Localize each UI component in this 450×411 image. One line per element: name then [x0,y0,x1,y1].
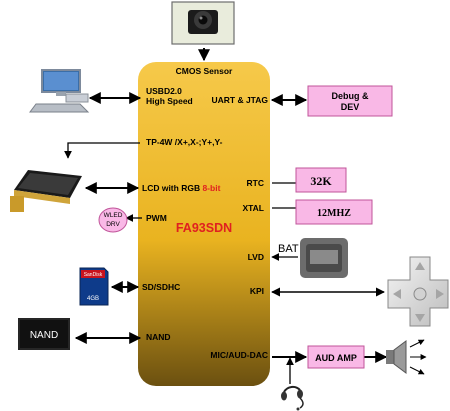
soc-chip [138,62,270,386]
usb-label-1: USBD2.0 [146,86,182,96]
bat-label: BAT [278,243,299,255]
nand-label: NAND [146,332,171,342]
speaker-icon [386,339,427,375]
crystal-12mhz-box: 12MHZ [295,199,373,225]
wled-drv-driver: WLED DRV [98,207,128,233]
svg-text:Debug &: Debug & [332,91,369,101]
usb-label-2: High Speed [146,96,193,106]
headset-mic-icon [281,385,304,411]
svg-text:AUD AMP: AUD AMP [315,353,357,363]
mic-label: MIC/AUD-DAC [210,350,268,360]
svg-text:NAND: NAND [30,330,58,341]
sd-label: SD/SDHC [142,282,180,292]
nand-chip-icon: NAND [18,318,70,350]
svg-text:12MHZ: 12MHZ [317,208,351,219]
battery-icon [300,238,348,278]
lvd-label: LVD [248,252,264,262]
tp-arrow [64,142,140,159]
camera-icon [171,1,235,45]
svg-text:32K: 32K [310,174,332,188]
dpad-icon [387,256,449,327]
uart-label: UART & JTAG [211,95,268,105]
debug-dev-box: Debug & DEV [307,85,393,117]
lcd-panel-icon [10,170,82,212]
aud-amp-box: AUD AMP [307,345,365,369]
chip-name: FA93SDN [176,221,232,235]
lcd-label: LCD with RGB 8-bit [142,183,221,193]
xtal-label: XTAL [242,203,264,213]
svg-text:DRV: DRV [106,221,120,228]
computer-icon [29,69,90,113]
svg-text:SanDisk: SanDisk [84,272,103,278]
pwm-label: PWM [146,213,167,223]
cmos-label: CMOS Sensor [176,66,233,76]
kpi-label: KPI [250,286,264,296]
rtc-label: RTC [247,178,264,188]
svg-text:DEV: DEV [341,102,360,112]
tp-label: TP-4W /X+,X-;Y+,Y- [146,137,223,147]
sd-card-icon: SanDisk 4GB [79,267,109,306]
crystal-32k-box: 32K [295,167,347,193]
svg-text:WLED: WLED [104,212,123,219]
svg-text:4GB: 4GB [87,296,99,302]
